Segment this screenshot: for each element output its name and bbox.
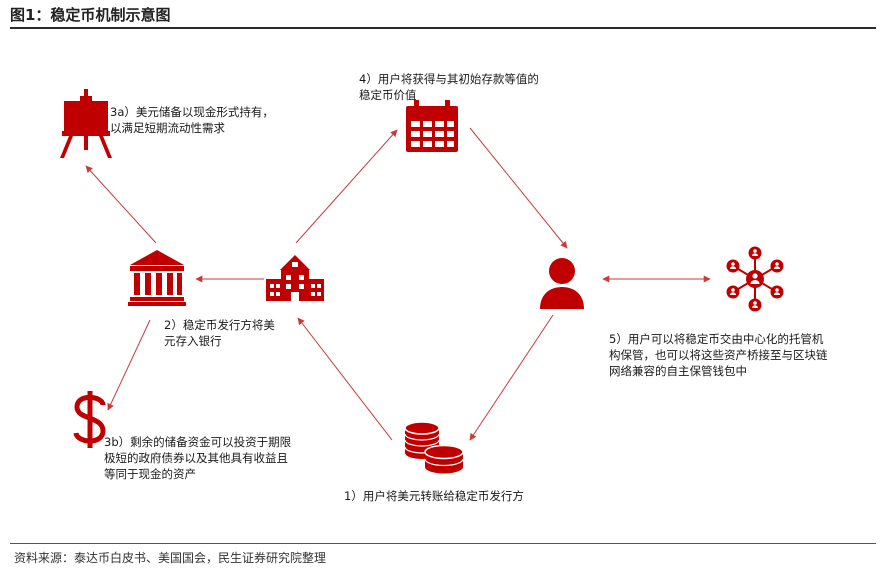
dollar-icon bbox=[73, 391, 106, 448]
label-step2-line2: 元存入银行 bbox=[164, 334, 222, 348]
label-step3b-line1: 3b）剩余的储备资金可以投资于期限 bbox=[104, 435, 292, 449]
label-step3b-line2: 极短的政府债券以及其他具有收益且 bbox=[104, 451, 288, 465]
bank-icon bbox=[128, 250, 186, 306]
label-step2-line1: 2）稳定币发行方将美 bbox=[164, 318, 275, 332]
arrow-building-to-calendar bbox=[295, 129, 398, 244]
top-rule bbox=[10, 27, 876, 29]
label-step1: 1）用户将美元转账给稳定币发行方 bbox=[344, 488, 524, 504]
label-step4-line2: 稳定币价值 bbox=[359, 88, 417, 102]
label-step5-line3: 网络兼容的自主保管钱包中 bbox=[609, 364, 747, 378]
label-step5-line2: 构保管，也可以将这些资产桥接至与区块链 bbox=[609, 348, 828, 362]
user-icon bbox=[540, 258, 584, 309]
arrow-coins-to-building bbox=[297, 317, 393, 441]
label-step4: 4）用户将获得与其初始存款等值的 稳定币价值 bbox=[359, 71, 539, 103]
building-icon bbox=[266, 255, 324, 301]
bottom-rule bbox=[10, 543, 876, 544]
label-step3b: 3b）剩余的储备资金可以投资于期限 极短的政府债券以及其他具有收益且 等同于现金… bbox=[104, 434, 291, 482]
label-step3a: 3a）美元储备以现金形式持有， 以满足短期流动性需求 bbox=[110, 104, 274, 136]
arrow-bank-to-dollar bbox=[107, 319, 151, 411]
easel-icon bbox=[60, 89, 112, 158]
label-step5-line1: 5）用户可以将稳定币交由中心化的托管机 bbox=[609, 332, 824, 346]
calendar-icon bbox=[406, 100, 458, 152]
label-step3a-line1: 3a）美元储备以现金形式持有， bbox=[110, 105, 274, 119]
arrow-calendar-to-user bbox=[469, 127, 568, 249]
coins-icon bbox=[404, 421, 464, 474]
label-step2: 2）稳定币发行方将美 元存入银行 bbox=[164, 317, 275, 349]
source-note: 资料来源：泰达币白皮书、美国国会，民生证券研究院整理 bbox=[14, 551, 327, 565]
label-step3a-line2: 以满足短期流动性需求 bbox=[110, 121, 225, 135]
figure-title: 图1：稳定币机制示意图 bbox=[10, 6, 171, 24]
arrow-bank-to-easel bbox=[85, 165, 157, 244]
network-icon bbox=[726, 246, 784, 312]
label-step4-line1: 4）用户将获得与其初始存款等值的 bbox=[359, 72, 539, 86]
label-step1-line1: 1）用户将美元转账给稳定币发行方 bbox=[344, 489, 524, 503]
label-step5: 5）用户可以将稳定币交由中心化的托管机 构保管，也可以将这些资产桥接至与区块链 … bbox=[609, 331, 828, 379]
arrow-user-to-coins bbox=[469, 314, 554, 441]
label-step3b-line3: 等同于现金的资产 bbox=[104, 467, 196, 481]
